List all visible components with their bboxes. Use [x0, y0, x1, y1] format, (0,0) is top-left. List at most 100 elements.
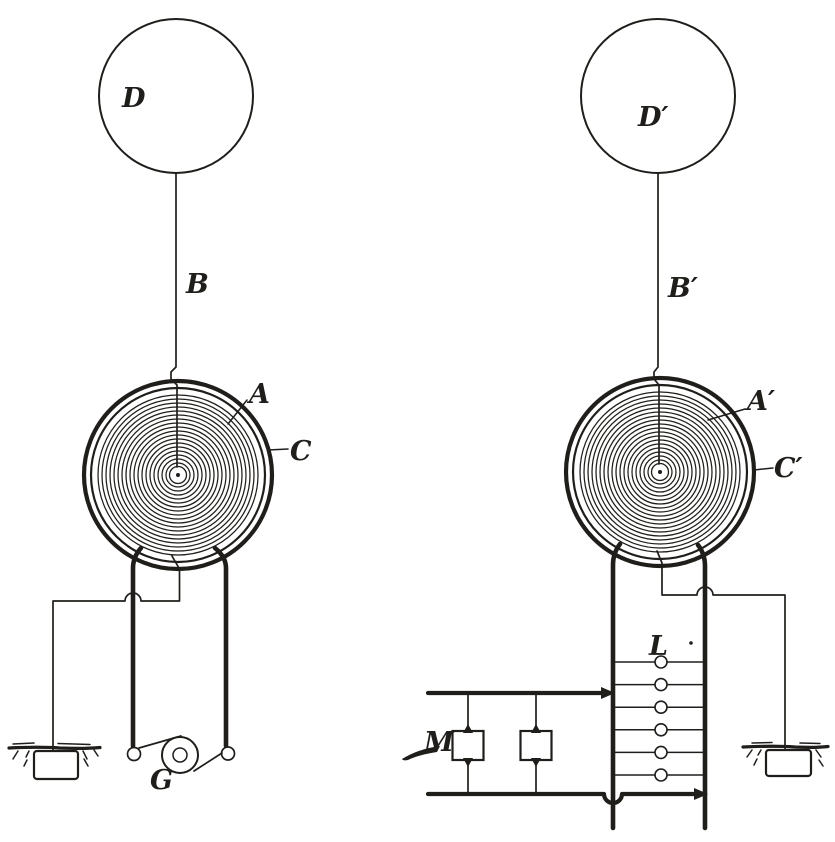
primary-ring-C-outer [81, 378, 275, 572]
leader-line-C [267, 448, 289, 451]
label-ring-C-prime: C′ [774, 453, 803, 484]
spiral-turn [121, 418, 235, 532]
spiral-turn [129, 426, 227, 524]
leader-line-A-prime [707, 408, 746, 421]
motor-connector-tip-top [463, 724, 473, 733]
lamp [654, 655, 668, 669]
spiral-turn [623, 435, 697, 509]
transmitter-leg-right [212, 545, 229, 749]
label-lamps-L: L [648, 631, 668, 662]
lamp [654, 745, 668, 760]
label-generator-G: G [150, 765, 173, 796]
spiral-turn [583, 395, 737, 549]
transmitter-ground-wire [52, 555, 181, 752]
spiral-turn [627, 439, 693, 505]
distribution-bottom-bus [425, 791, 699, 806]
spiral-turn [133, 430, 223, 520]
lamp [654, 722, 668, 737]
earth-hatch-ticks [12, 749, 99, 760]
spiral-turn [619, 431, 701, 513]
label-conductor-B: B [185, 269, 209, 300]
leg-terminal-node-left [126, 746, 142, 762]
secondary-spiral-A [97, 394, 259, 556]
vertical-conductor-B-prime [653, 172, 660, 465]
spiral-turn [97, 394, 259, 556]
spiral-turn [141, 438, 215, 512]
transmitter-leg-left [130, 545, 144, 749]
ground-plate-left [32, 749, 80, 781]
spiral-turn [153, 450, 203, 500]
motors-label-flourish [402, 746, 440, 761]
spiral-turn [161, 458, 195, 492]
earth-hatch-ticks-2 [753, 758, 824, 767]
secondary-spiral-A-prime [579, 391, 741, 553]
vertical-conductor-B [170, 172, 178, 468]
lamp-ladder [613, 655, 705, 782]
primary-ring-C-prime-outer [563, 375, 757, 569]
earth-surface-line [7, 745, 102, 750]
motor-box [451, 729, 485, 762]
spiral-turn [591, 403, 729, 541]
spiral-turn [631, 443, 689, 501]
motor-connector-tip-bottom [531, 758, 541, 767]
generator-belt-lower [193, 752, 223, 772]
generator-belt-upper [138, 735, 182, 749]
label-terminal-D: D [121, 83, 146, 114]
spiral-turn [165, 462, 191, 488]
receiver-leg-right [695, 542, 708, 831]
generator-G-pulley [172, 747, 188, 763]
motor-connector-tip-top [531, 724, 541, 733]
spiral-center-dot [176, 473, 180, 477]
spiral-turn [579, 391, 741, 553]
lamp [654, 700, 668, 715]
spiral-turn [603, 415, 717, 529]
label-spiral-A: A [246, 379, 270, 410]
spiral-turn [157, 454, 199, 496]
spiral-center-dot-prime [658, 470, 662, 474]
primary-ring-C-inner [89, 386, 267, 564]
spiral-turn [117, 414, 239, 536]
label-ring-C: C [290, 436, 312, 467]
spiral-turn [615, 427, 705, 517]
label-conductor-B-prime: B′ [667, 273, 698, 304]
leader-line-A [227, 399, 248, 425]
spiral-turn [607, 419, 713, 525]
spiral-turn [105, 402, 251, 548]
leg-terminal-node-right [220, 746, 236, 761]
label-terminal-D-prime: D′ [637, 102, 669, 133]
spiral-turn [595, 407, 725, 537]
ground-plate-right [764, 748, 813, 778]
lamp [654, 768, 668, 782]
label-spiral-A-prime: A′ [744, 386, 775, 417]
spiral-turn [145, 442, 211, 508]
earth-surface-roughness [12, 742, 91, 746]
spiral-turn [587, 399, 733, 545]
receiver-leg-left [610, 541, 623, 831]
receiver-circuit: D′ B′ A′ C′ L M [402, 18, 830, 831]
transmitter-circuit: D B A C G [7, 18, 312, 796]
spiral-turn [599, 411, 721, 533]
spiral-turn [643, 455, 677, 489]
spiral-turn [113, 410, 243, 540]
earth-symbol-left [7, 742, 102, 781]
spiral-turn [101, 398, 255, 552]
earth-surface-roughness [751, 741, 821, 745]
bottom-bus-junction [694, 788, 708, 800]
leader-line-C-prime [753, 467, 774, 471]
lamps-label-dot [689, 641, 693, 645]
spiral-turn [635, 447, 685, 497]
earth-hatch-ticks-2 [23, 758, 89, 767]
spiral-turn [125, 422, 231, 528]
motor-connector-tip-bottom [463, 758, 473, 767]
motor-box [519, 729, 553, 762]
spiral-turn [639, 451, 681, 493]
spiral-turn [611, 423, 709, 521]
elevated-terminal-ball-D-prime [580, 18, 736, 174]
earth-symbol-right [741, 741, 830, 778]
spiral-turn [137, 434, 219, 516]
receiver-ground-wire [656, 550, 786, 752]
motor-branches [451, 695, 553, 792]
earth-surface-line [741, 744, 830, 749]
